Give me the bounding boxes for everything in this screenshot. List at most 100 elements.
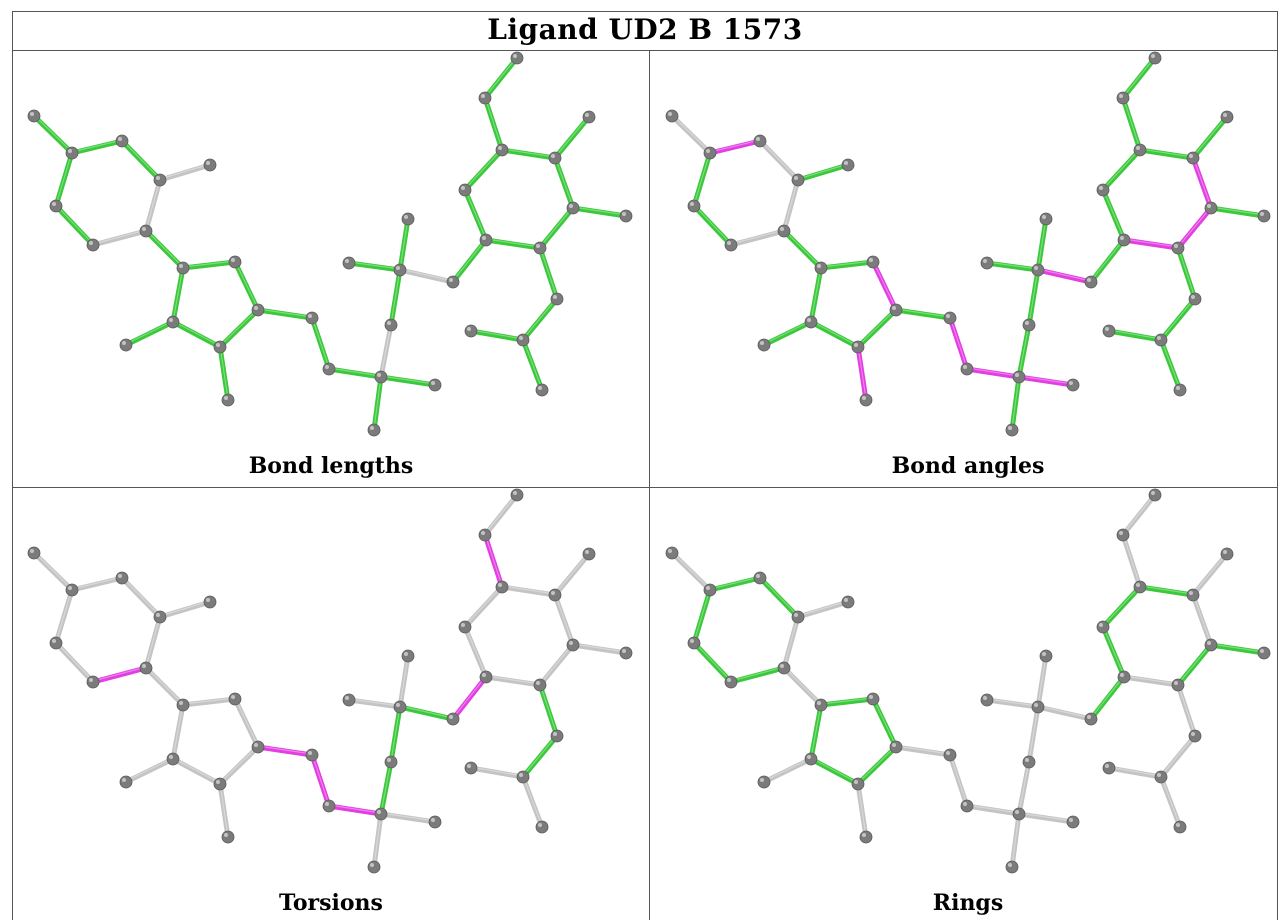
bond-highlight: [1090, 238, 1125, 282]
atom: [1188, 729, 1202, 743]
bond-highlight: [554, 115, 590, 158]
bond-green: [119, 138, 163, 183]
bond-green: [984, 260, 1041, 273]
bond-green: [217, 344, 231, 403]
atom-shine: [1034, 266, 1038, 270]
atom-shine: [118, 574, 122, 578]
bond-highlight: [1102, 625, 1125, 677]
bond-highlight: [1102, 188, 1125, 240]
bond-highlight: [1139, 585, 1194, 595]
atom-shine: [668, 549, 672, 553]
bonds: [669, 55, 1267, 433]
bond-grey: [483, 674, 543, 688]
caption-torsions: Torsions: [279, 890, 383, 916]
atom-shine: [854, 780, 858, 784]
bond-highlight: [1090, 675, 1125, 719]
atom-shine: [1120, 236, 1124, 240]
bond-highlight: [671, 551, 711, 590]
atom-shine: [431, 381, 435, 385]
bond-highlight: [172, 320, 221, 347]
bond-highlight: [121, 139, 161, 180]
bond-green: [69, 138, 125, 156]
caption-bond-angles: Bond angles: [891, 453, 1045, 479]
bond-highlight: [1160, 775, 1181, 827]
atom-shine: [622, 649, 626, 653]
bond-grey: [781, 614, 801, 671]
atom: [1117, 670, 1131, 684]
atom-shine: [1105, 327, 1109, 331]
bond-grey: [761, 756, 814, 785]
atom: [814, 698, 828, 712]
bond-green: [378, 759, 394, 817]
atom-shine: [498, 146, 502, 150]
atom-shine: [30, 549, 34, 553]
bond-green: [397, 704, 456, 722]
atom-shine: [1042, 652, 1046, 656]
atom-shine: [224, 833, 228, 837]
bond-magenta: [707, 138, 763, 156]
bond-green: [1158, 337, 1183, 393]
atom: [943, 748, 957, 762]
bond-highlight: [572, 206, 627, 216]
bond-highlight: [452, 675, 487, 719]
atom-shine: [52, 202, 56, 206]
atom-shine: [231, 695, 235, 699]
atom-shine: [862, 396, 866, 400]
bond-highlight: [399, 268, 454, 282]
atom-shine: [1069, 818, 1073, 822]
atom-shine: [52, 639, 56, 643]
atom: [1148, 488, 1162, 502]
atom: [1116, 528, 1130, 542]
bond-highlight: [1018, 323, 1030, 377]
bond-grey: [378, 322, 394, 380]
atom-shine: [622, 212, 626, 216]
bond-green: [520, 733, 560, 780]
bond-green: [326, 366, 384, 380]
atom-shine: [553, 295, 557, 299]
bond-green: [217, 307, 261, 350]
bond-highlight: [121, 576, 161, 617]
bond-highlight: [1018, 760, 1030, 814]
atom-shine: [498, 583, 502, 587]
bond-highlight: [172, 703, 184, 759]
bond-highlight: [1122, 493, 1156, 535]
bond-green: [855, 744, 899, 787]
bond-highlight: [484, 493, 518, 535]
bond-grey: [964, 803, 1022, 817]
bond-grey: [893, 744, 953, 758]
atom-shine: [963, 365, 967, 369]
atom-shine: [1008, 863, 1012, 867]
bond-green: [170, 265, 186, 325]
bond-magenta: [326, 803, 384, 817]
bond-grey: [552, 592, 576, 648]
bond-highlight: [145, 666, 184, 705]
bond-grey: [371, 811, 384, 870]
atom: [1039, 649, 1053, 663]
bond-highlight: [554, 552, 590, 595]
atom-shine: [1207, 204, 1211, 208]
atom: [703, 583, 717, 597]
atom-shine: [844, 598, 848, 602]
bond-magenta: [309, 752, 332, 809]
bond-green: [1088, 674, 1127, 722]
bond-grey: [69, 575, 125, 593]
bond-grey: [378, 811, 438, 825]
atom-shine: [142, 664, 146, 668]
atom-shine: [377, 373, 381, 377]
bond-green: [309, 315, 332, 372]
atom-shine: [156, 176, 160, 180]
atom-shine: [482, 673, 486, 677]
atom-shine: [817, 701, 821, 705]
bond-highlight: [257, 745, 313, 755]
bond-grey: [728, 228, 787, 248]
bond-grey: [170, 702, 186, 762]
atom-shine: [892, 306, 896, 310]
atom-shine: [1034, 703, 1038, 707]
bond-grey: [53, 640, 96, 685]
bond-magenta: [482, 532, 505, 590]
bond-grey: [1121, 674, 1181, 688]
bond-highlight: [1160, 338, 1181, 390]
atom-shine: [68, 149, 72, 153]
bond-green: [707, 575, 763, 593]
bond-highlight: [1160, 297, 1196, 340]
